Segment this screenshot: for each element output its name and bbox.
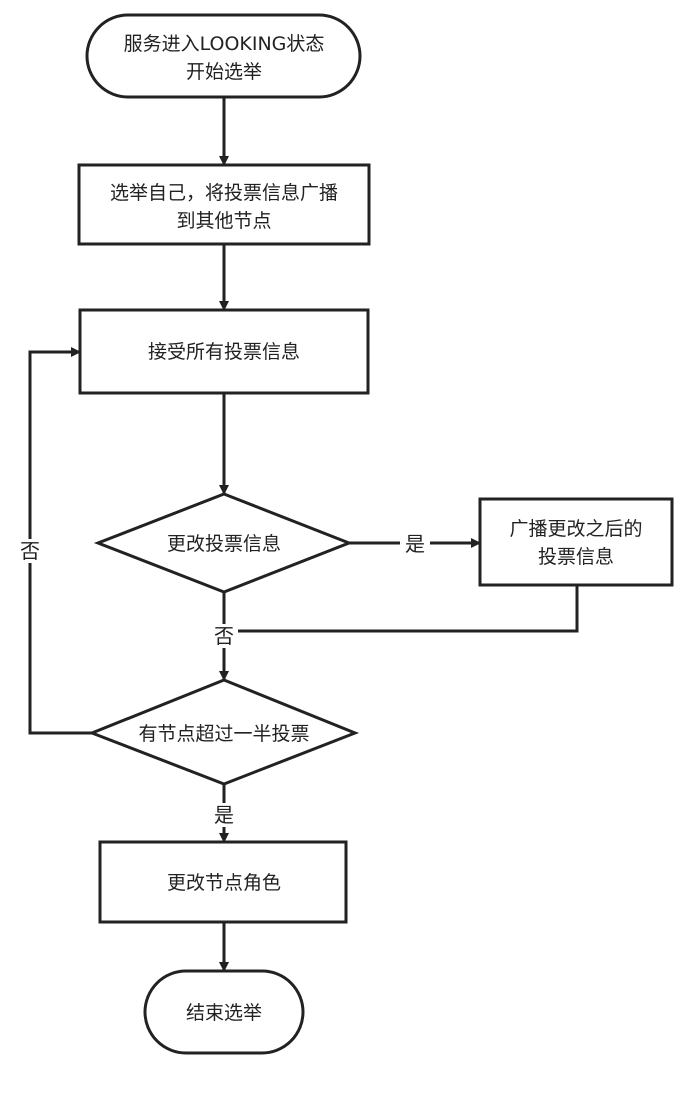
edge-label-majority-yes: 是 (214, 803, 234, 827)
end-node: 结束选举 (143, 969, 305, 1055)
change-role-label: 更改节点角色 (167, 872, 281, 894)
change-vote-decision-label: 更改投票信息 (167, 533, 281, 555)
start-node: 服务进入LOOKING状态 开始选举 (85, 13, 362, 99)
change-vote-decision: 更改投票信息 (93, 492, 354, 594)
broadcast-change-line2: 投票信息 (538, 546, 614, 568)
edge-label-change-yes: 是 (405, 532, 425, 556)
broadcast-change-line1: 广播更改之后的 (509, 518, 642, 540)
edge-label-change-no: 否 (214, 624, 234, 648)
broadcast-change-node: 广播更改之后的 投票信息 (478, 497, 674, 587)
majority-vote-decision: 有节点超过一半投票 (87, 678, 360, 786)
majority-vote-decision-label: 有节点超过一半投票 (138, 723, 309, 745)
vote-self-node: 选举自己，将投票信息广播 到其他节点 (77, 163, 371, 246)
edge-broadcast-return (224, 585, 579, 633)
end-node-label: 结束选举 (186, 1002, 262, 1024)
change-role-node: 更改节点角色 (98, 840, 348, 924)
edge-label-majority-no: 否 (20, 539, 40, 563)
vote-self-line1: 选举自己，将投票信息广播 (110, 182, 338, 204)
start-node-line2: 开始选举 (186, 61, 262, 83)
receive-votes-node: 接受所有投票信息 (78, 308, 370, 395)
start-node-line1: 服务进入LOOKING状态 (124, 33, 325, 55)
vote-self-line2: 到其他节点 (176, 210, 271, 232)
receive-votes-label: 接受所有投票信息 (148, 341, 300, 363)
